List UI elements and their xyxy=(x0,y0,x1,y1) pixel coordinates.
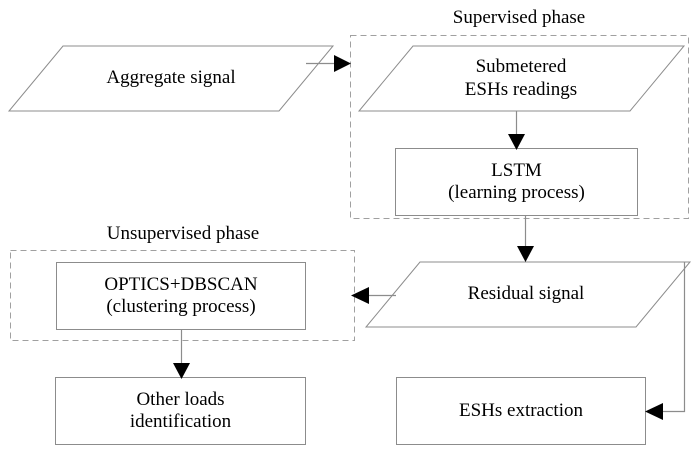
edge-residual-to-eshs-arrowhead xyxy=(645,403,663,420)
aggregate-signal-shape[interactable] xyxy=(7,45,335,112)
other-loads-shape[interactable] xyxy=(55,377,306,445)
unsupervised-phase-container xyxy=(10,250,355,341)
optics-dbscan-shape[interactable] xyxy=(56,262,306,330)
edge-submetered-to-lstm-arrowhead xyxy=(508,134,525,150)
edge-optics-to-otherloads-arrowhead xyxy=(173,363,190,379)
submetered-readings-shape[interactable] xyxy=(357,45,686,112)
lstm-shape[interactable] xyxy=(395,148,638,216)
edge-residual-to-eshs-line xyxy=(658,262,686,413)
eshs-extraction-shape[interactable] xyxy=(396,377,646,445)
edge-lstm-to-residual-arrowhead xyxy=(517,246,534,262)
edge-residual-to-optics-arrowhead xyxy=(351,287,369,304)
supervised-phase-container xyxy=(350,35,689,219)
edge-aggregate-to-submetered-arrowhead xyxy=(334,55,351,72)
unsupervised-phase-title: Unsupervised phase xyxy=(106,223,260,244)
supervised-phase-title: Supervised phase xyxy=(452,7,586,28)
residual-signal-shape[interactable] xyxy=(364,261,692,328)
